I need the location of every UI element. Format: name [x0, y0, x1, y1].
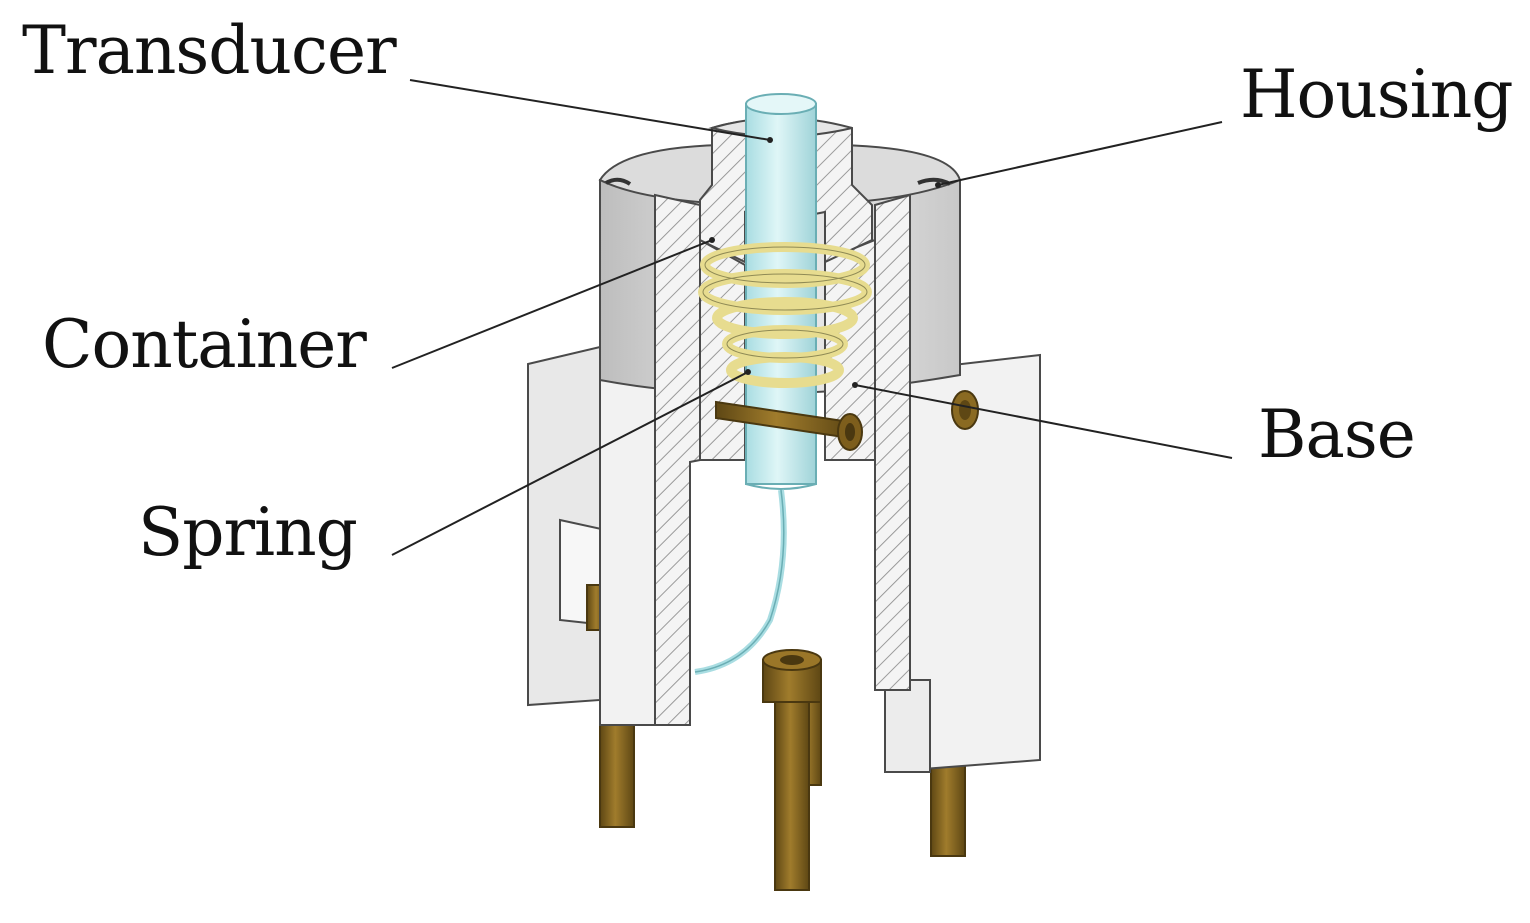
spring: [698, 242, 872, 388]
front-bolt-center: [762, 649, 822, 891]
leader-transducer: [409, 79, 771, 141]
label-container: Container: [42, 306, 367, 383]
leader-base: [854, 384, 1233, 459]
left-bracket: [527, 345, 656, 726]
leader-container: [391, 239, 713, 369]
housing-section-left: [654, 193, 701, 726]
label-base: Base: [1258, 396, 1416, 473]
back-bolt-right: [930, 759, 966, 857]
label-spring: Spring: [138, 494, 358, 571]
housing-section-right: [874, 193, 911, 691]
label-transducer: Transducer: [22, 12, 397, 89]
cross-pin: [715, 400, 863, 451]
right-bracket: [884, 353, 1041, 773]
leader-lines: [391, 79, 1233, 556]
leader-housing: [937, 121, 1223, 186]
leader-spring: [391, 371, 749, 556]
leader-arrowheads: [709, 137, 941, 388]
label-housing: Housing: [1240, 56, 1514, 133]
